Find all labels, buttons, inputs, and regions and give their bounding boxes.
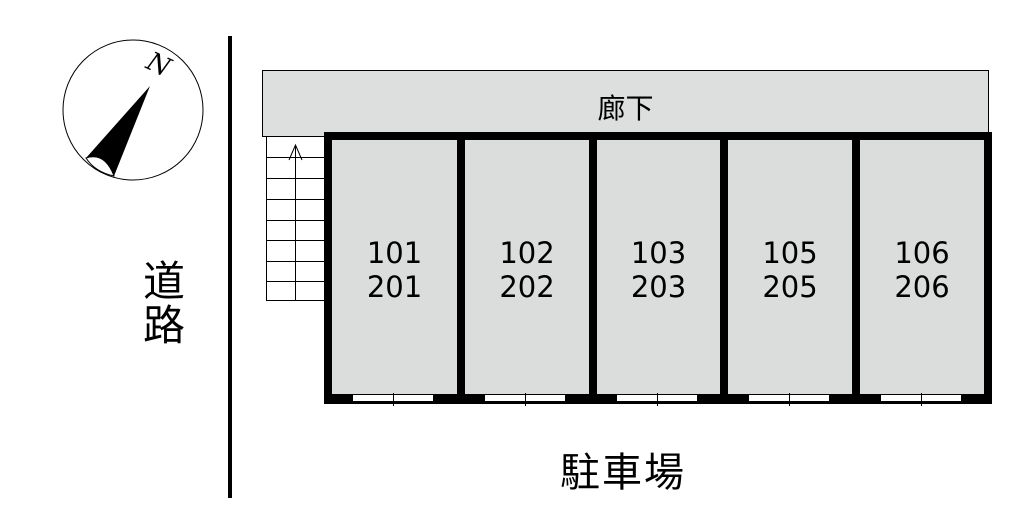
unit-number-lower: 103 bbox=[630, 236, 687, 270]
unit-number-upper: 201 bbox=[366, 270, 423, 304]
unit-number-lower: 102 bbox=[499, 236, 555, 270]
window bbox=[616, 393, 698, 406]
corridor-label: 廊下 bbox=[597, 92, 654, 125]
unit-number-lower: 105 bbox=[762, 236, 818, 270]
unit-number-upper: 202 bbox=[499, 270, 555, 304]
unit-number-upper: 205 bbox=[762, 270, 818, 304]
unit-number-upper: 203 bbox=[630, 270, 687, 304]
road-label-1: 道 bbox=[143, 257, 186, 306]
parking-label: 駐車場 bbox=[560, 450, 686, 496]
window bbox=[352, 393, 434, 406]
unit-number-upper: 206 bbox=[894, 270, 950, 304]
window bbox=[748, 393, 830, 406]
unit-number-lower: 101 bbox=[366, 236, 423, 270]
road-label-2: 路 bbox=[143, 301, 186, 350]
window bbox=[880, 393, 962, 406]
corridor: 廊下 bbox=[262, 70, 989, 137]
stairs bbox=[266, 136, 325, 301]
compass-icon bbox=[62, 39, 204, 181]
window bbox=[484, 393, 566, 406]
unit-number-lower: 106 bbox=[894, 236, 950, 270]
